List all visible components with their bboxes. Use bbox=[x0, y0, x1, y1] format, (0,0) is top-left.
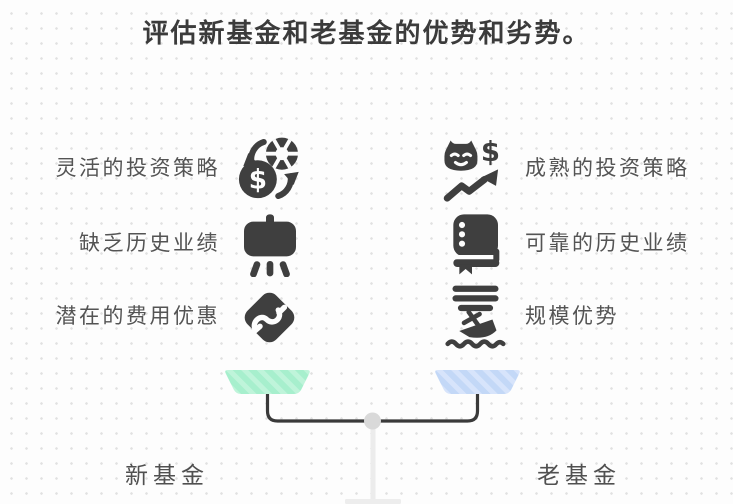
dollar-glyph: $ bbox=[481, 137, 500, 168]
dollar-glyph: $ bbox=[249, 166, 267, 196]
boat-on-waves-icon bbox=[443, 285, 508, 350]
right-pan bbox=[435, 370, 520, 394]
left-item-text-flexible-strategy: 灵活的投资策略 bbox=[55, 156, 220, 180]
right-item-text-mature-strategy: 成熟的投资策略 bbox=[525, 156, 690, 180]
right-item-text-reliable-history: 可靠的历史业绩 bbox=[525, 231, 690, 255]
right-item-text-scale-advantage: 规模优势 bbox=[525, 304, 619, 328]
left-side-label: 新基金 bbox=[125, 463, 209, 488]
page-title: 评估新基金和老基金的优势和劣势。 bbox=[142, 19, 591, 48]
cat-growth-chart-icon: $ bbox=[441, 137, 507, 203]
scale-base bbox=[345, 499, 401, 504]
left-pan bbox=[225, 370, 310, 394]
dollar-price-tag-icon bbox=[237, 285, 302, 350]
scale-pivot bbox=[364, 412, 381, 430]
balance-scale bbox=[200, 360, 545, 504]
easel-board-icon bbox=[238, 213, 302, 277]
right-side-label: 老基金 bbox=[537, 463, 621, 488]
left-item-text-no-history: 缺乏历史业绩 bbox=[79, 231, 220, 255]
money-cycle-icon: $ bbox=[236, 134, 306, 204]
scale-post bbox=[370, 421, 376, 500]
left-item-text-fee-discount: 潜在的费用优惠 bbox=[55, 304, 220, 328]
notebook-icon bbox=[444, 211, 508, 275]
